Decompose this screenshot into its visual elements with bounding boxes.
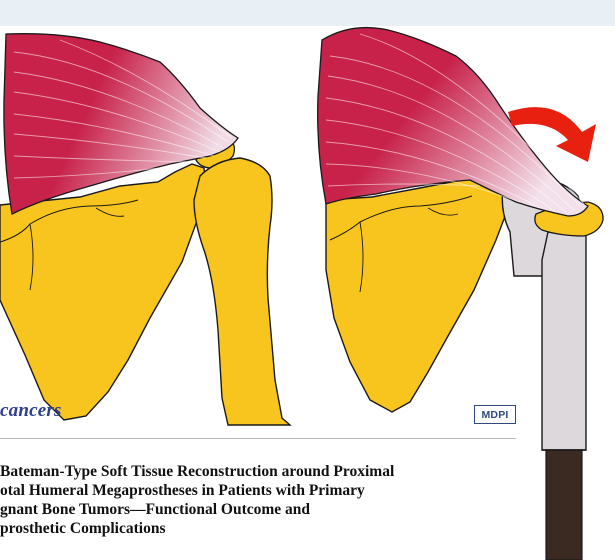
header-divider — [0, 438, 516, 439]
mdpi-logo: MDPI — [474, 405, 516, 424]
article-title: Bateman-Type Soft Tissue Reconstruction … — [0, 462, 540, 538]
megaprosthesis-body — [542, 226, 586, 450]
prosthesis-stem — [546, 450, 582, 560]
article-title-line-3: gnant Bone Tumors—Functional Outcome and — [0, 500, 540, 519]
article-title-line-2: otal Humeral Megaprostheses in Patients … — [0, 481, 540, 500]
left-humerus — [194, 158, 290, 425]
left-panel-native-shoulder — [0, 34, 290, 425]
article-title-line-4: prosthetic Complications — [0, 519, 540, 538]
article-title-line-1: Bateman-Type Soft Tissue Reconstruction … — [0, 462, 540, 481]
journal-name: cancers — [0, 400, 62, 422]
